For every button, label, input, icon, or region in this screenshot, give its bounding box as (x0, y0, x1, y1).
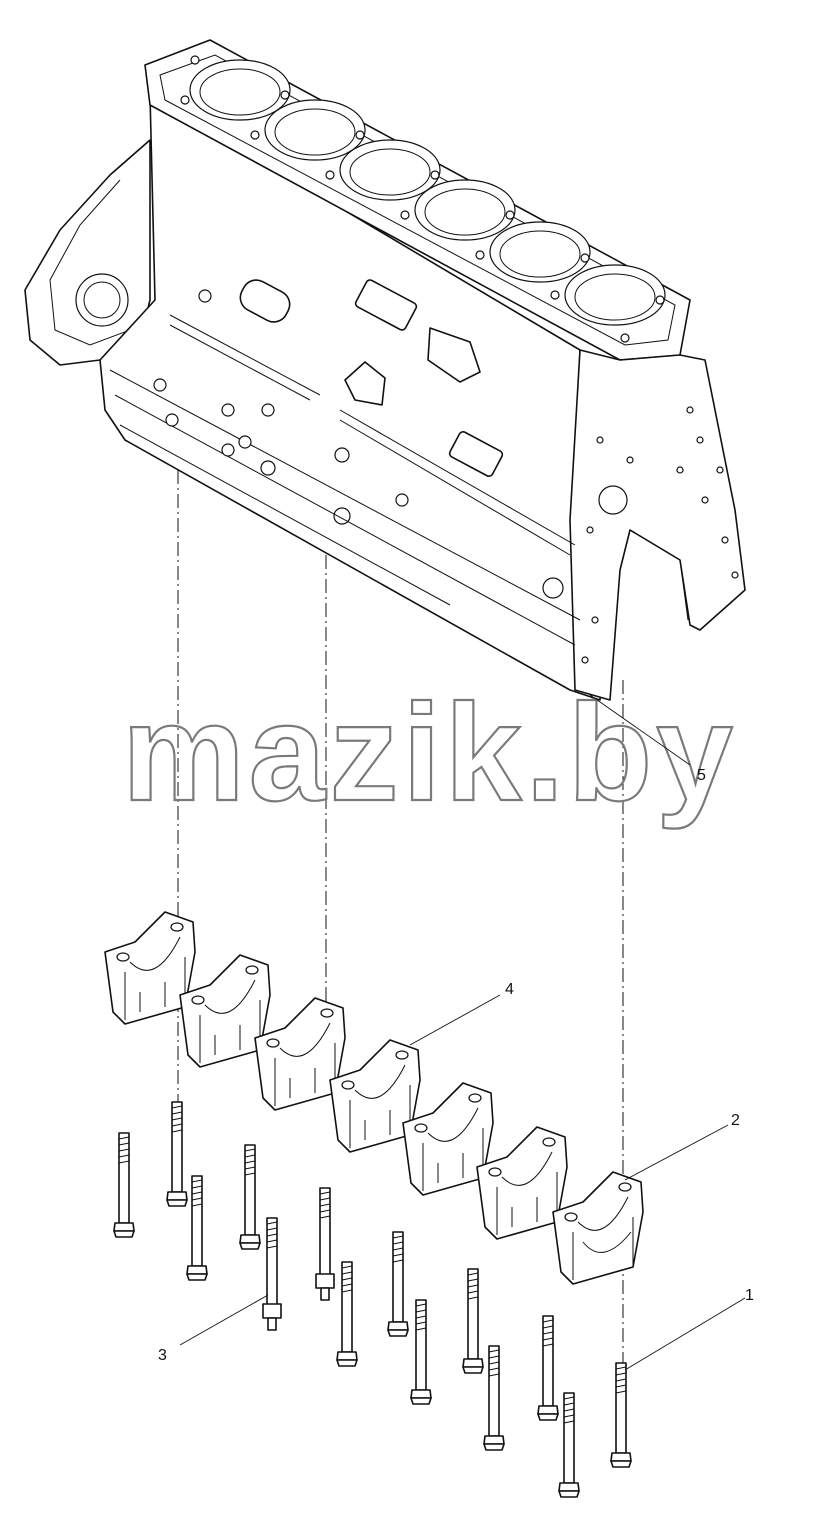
callouts: 5 4 2 1 3 (158, 694, 754, 1371)
callout-1: 1 (745, 1287, 754, 1304)
watermark-text: mazik.by (122, 676, 737, 830)
bolt (336, 1261, 358, 1367)
callout-3: 3 (158, 1347, 167, 1364)
cylinder-bores (189, 59, 666, 326)
main-bearing-caps (104, 911, 644, 1285)
bolts (113, 1101, 632, 1498)
bolt (239, 1144, 261, 1250)
bolt (462, 1268, 484, 1374)
bearing-cap (329, 1039, 421, 1153)
bearing-cap (104, 911, 196, 1025)
bolt-stud (315, 1187, 335, 1301)
bolt (166, 1101, 188, 1207)
engine-block (24, 39, 746, 701)
bearing-cap (254, 997, 346, 1111)
bearing-cap (476, 1126, 568, 1240)
bolt (387, 1231, 409, 1337)
bolt (537, 1315, 559, 1421)
bolt (410, 1299, 432, 1405)
bolt (610, 1362, 632, 1468)
callout-2: 2 (731, 1112, 740, 1129)
callout-5: 5 (697, 767, 706, 784)
bolt-stud (262, 1217, 282, 1331)
bolt (558, 1392, 580, 1498)
bolt (483, 1345, 505, 1451)
bolt (186, 1175, 208, 1281)
bearing-cap (402, 1082, 494, 1196)
callout-4: 4 (505, 981, 514, 998)
deck-bolt-holes (180, 55, 665, 343)
bearing-cap-thrust (552, 1171, 644, 1285)
bolt (113, 1132, 135, 1238)
